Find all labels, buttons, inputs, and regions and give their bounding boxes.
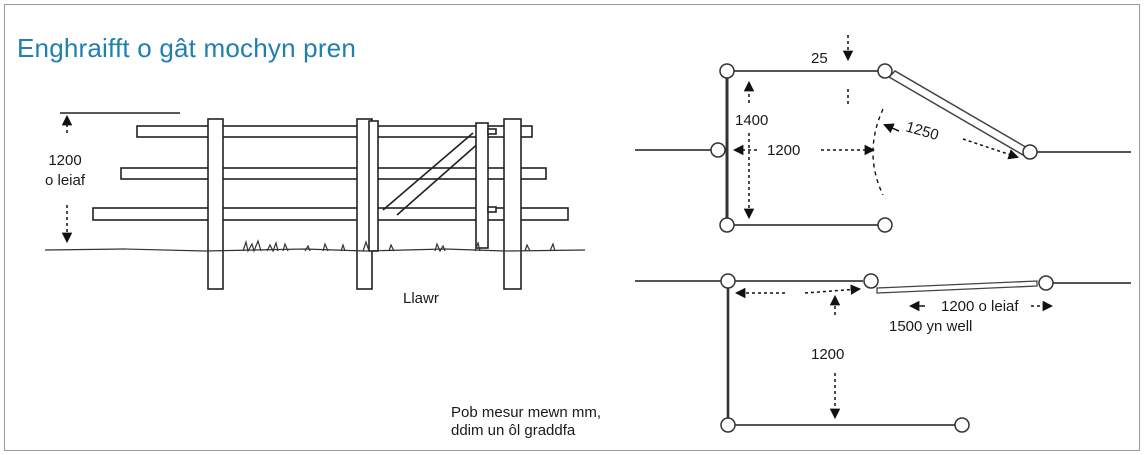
gate-hinge-stile — [368, 120, 379, 252]
height-value-label: 1200 — [48, 152, 81, 169]
plan-top-dim-1400: 1400 — [735, 112, 768, 129]
plan-bottom-gap-line2: 1500 yn well — [889, 318, 972, 335]
post-marker — [877, 217, 893, 233]
latch-fitting-bottom — [487, 206, 497, 213]
plan-bottom-gate-leaf — [876, 280, 1038, 294]
post-marker — [720, 273, 736, 289]
footnote-line2: ddim un ôl graddfa — [451, 422, 576, 439]
ground-label: Llawr — [403, 290, 439, 307]
fence-post-3 — [503, 118, 522, 290]
side-view-fence — [60, 112, 569, 290]
post-marker — [719, 217, 735, 233]
plan-top-structure — [635, 70, 1131, 226]
plan-top-posts — [710, 63, 1038, 233]
plan-bottom-gap-line1: 1200 o leiaf — [941, 298, 1019, 315]
footnote-line1: Pob mesur mewn mm, — [451, 404, 601, 421]
latch-fitting-top — [487, 128, 497, 135]
plan-top-gate-leaf — [887, 70, 1031, 156]
gate-brace-a — [382, 132, 474, 211]
plan-top-dim-1200: 1200 — [767, 142, 800, 159]
fence-post-1 — [207, 118, 224, 290]
plan-bottom-posts — [720, 273, 1054, 433]
height-note-label: o leiaf — [45, 172, 86, 189]
post-marker — [877, 63, 893, 79]
plan-top-dim-1250: 1250 — [904, 119, 941, 145]
plan-bottom-structure — [635, 280, 1131, 426]
post-marker — [1038, 275, 1054, 291]
post-marker — [719, 63, 735, 79]
plan-top-dim-25: 25 — [811, 50, 828, 67]
figure-title: Enghraifft o gât mochyn pren — [17, 33, 356, 63]
plan-bottom-dim-1200: 1200 — [811, 346, 844, 363]
middle-rail — [120, 167, 547, 180]
post-marker — [863, 273, 879, 289]
gate-brace-b — [396, 140, 482, 216]
gate-latch-stile — [475, 122, 489, 249]
post-marker — [710, 142, 726, 158]
top-rail — [136, 125, 533, 138]
post-marker — [720, 417, 736, 433]
plan-bottom-dimensions — [734, 284, 1054, 420]
post-marker — [954, 417, 970, 433]
gate-diagrams: 1200 o leiaf Llawr — [44, 35, 1131, 439]
post-marker — [1022, 144, 1038, 160]
figure-frame: Enghraifft o gât mochyn pren — [4, 4, 1140, 451]
ground-line — [44, 239, 586, 253]
plan-top-dimensions — [732, 35, 1019, 220]
